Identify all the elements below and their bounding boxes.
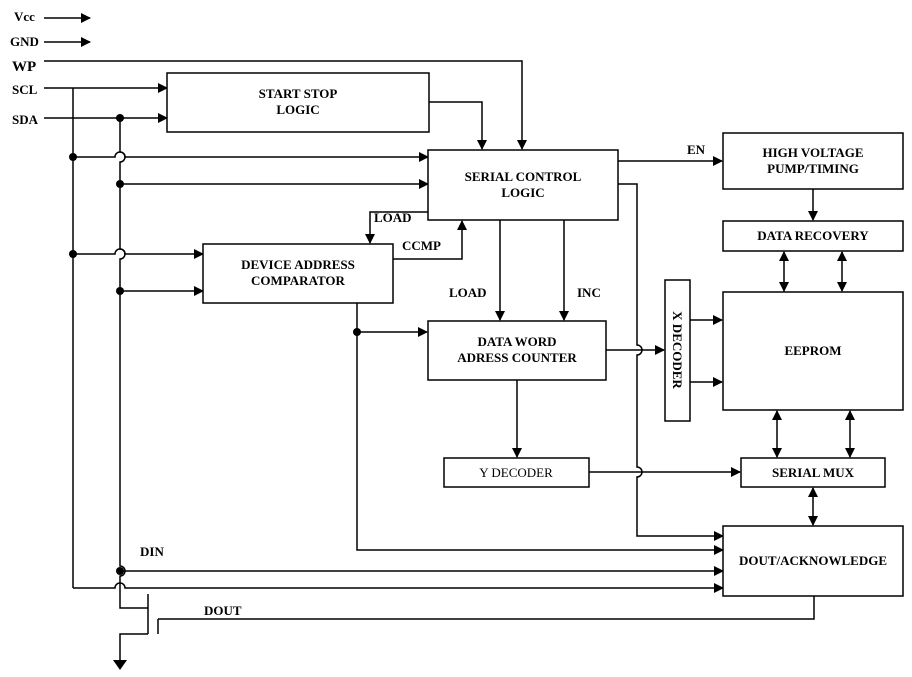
svg-text:DOUT/ACKNOWLEDGE: DOUT/ACKNOWLEDGE — [739, 553, 887, 568]
load-to-comparator — [365, 211, 428, 244]
x-decoder-block: X DECODER — [664, 279, 691, 422]
pin-sda-label: SDA — [12, 112, 39, 127]
svg-text:PUMP/TIMING: PUMP/TIMING — [767, 161, 859, 176]
svg-text:HIGH VOLTAGE: HIGH VOLTAGE — [762, 145, 863, 160]
ccmp-label: CCMP — [402, 238, 441, 253]
svg-text:DEVICE ADDRESS: DEVICE ADDRESS — [241, 257, 355, 272]
inc-label: INC — [577, 285, 601, 300]
svg-text:START STOP: START STOP — [259, 86, 338, 101]
sda-bus — [119, 118, 148, 609]
svg-text:COMPARATOR: COMPARATOR — [251, 273, 345, 288]
dout-ground-path — [119, 633, 148, 664]
ground-arrow — [113, 660, 127, 670]
svg-text:LOGIC: LOGIC — [276, 102, 319, 117]
scl-to-comparator — [73, 248, 204, 259]
dout-acknowledge-block: DOUT/ACKNOWLEDGE — [722, 525, 904, 597]
svg-text:DATA WORD: DATA WORD — [477, 334, 556, 349]
svg-text:LOGIC: LOGIC — [501, 185, 544, 200]
svg-text:EEPROM: EEPROM — [784, 343, 841, 358]
dout-wire — [158, 596, 815, 620]
pin-scl-label: SCL — [12, 82, 38, 97]
start-stop-logic-block: START STOP LOGIC — [166, 72, 430, 133]
serial-control-logic-block: SERIAL CONTROL LOGIC — [427, 149, 619, 221]
data-recovery-block: DATA RECOVERY — [722, 220, 904, 252]
serial-mux-block: SERIAL MUX — [740, 457, 886, 488]
load-mid-label: LOAD — [449, 285, 487, 300]
svg-text:SERIAL MUX: SERIAL MUX — [772, 465, 855, 480]
din-label: DIN — [140, 544, 164, 559]
comparator-to-data-word — [356, 303, 428, 337]
svg-text:X DECODER: X DECODER — [670, 311, 685, 389]
svg-text:Y DECODER: Y DECODER — [479, 465, 553, 480]
pin-wp-label: WP — [12, 59, 36, 75]
svg-text:SERIAL CONTROL: SERIAL CONTROL — [465, 169, 582, 184]
device-address-comparator-block: DEVICE ADDRESS COMPARATOR — [202, 243, 394, 304]
comparator-to-dout — [356, 332, 724, 555]
pin-vcc-label: Vcc — [14, 9, 35, 24]
wp-wire — [44, 60, 527, 150]
y-decoder-block: Y DECODER — [443, 457, 590, 488]
load-top-label: LOAD — [374, 210, 412, 225]
serial-control-to-dout — [618, 183, 724, 541]
svg-text:DATA RECOVERY: DATA RECOVERY — [757, 228, 869, 243]
start-stop-to-serial-control — [429, 101, 487, 150]
sda-junction-top — [116, 114, 124, 122]
ccmp-wire — [393, 220, 467, 260]
en-label: EN — [687, 142, 706, 157]
data-word-address-counter-block: DATA WORD ADRESS COUNTER — [427, 320, 607, 381]
svg-text:ADRESS COUNTER: ADRESS COUNTER — [457, 350, 577, 365]
high-voltage-pump-block: HIGH VOLTAGE PUMP/TIMING — [722, 132, 904, 190]
dout-label: DOUT — [204, 603, 242, 618]
scl-to-dout — [73, 582, 724, 593]
pin-gnd-label: GND — [10, 34, 39, 49]
eeprom-block: EEPROM — [722, 291, 904, 411]
scl-to-serial-control — [73, 151, 429, 162]
